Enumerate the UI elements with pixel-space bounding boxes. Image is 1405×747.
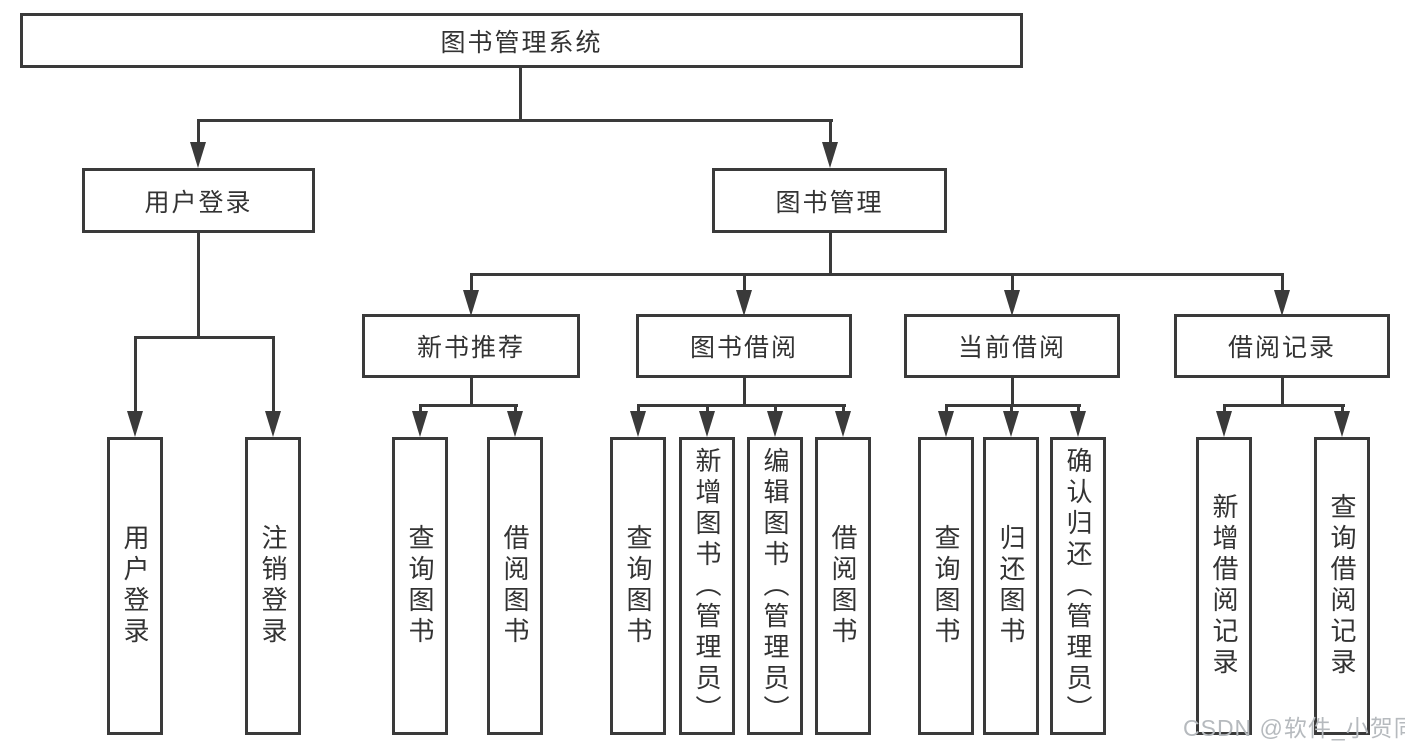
leaf-edit-book-admin: 编辑图书（管理员） — [747, 437, 803, 735]
leaf-user-login: 用户登录 — [107, 437, 163, 735]
node-root-label: 图书管理系统 — [440, 28, 603, 57]
connector-drop-leaf — [637, 404, 640, 414]
arrowhead-down-icon — [412, 411, 428, 437]
connector-user-login-bus — [134, 336, 275, 339]
node-borrow-records: 借阅记录 — [1174, 314, 1390, 378]
leaf-query-books-current: 查询图书 — [918, 437, 974, 735]
connector-drop-leaf — [514, 404, 517, 414]
arrowhead-down-icon — [822, 142, 838, 168]
leaf-query-books-recommend: 查询图书 — [392, 437, 448, 735]
connector-book-mgmt-stem — [829, 233, 832, 276]
connector-book-borrow-bus — [637, 404, 846, 407]
arrowhead-down-icon — [265, 411, 281, 437]
connector-current-borrow-stem — [1011, 378, 1014, 407]
connector-drop-new-book — [470, 273, 473, 295]
connector-root-bus — [197, 119, 833, 122]
arrowhead-down-icon — [736, 290, 752, 316]
csdn-watermark: CSDN @软件_小贺同学 — [1183, 715, 1405, 741]
arrowhead-down-icon — [190, 142, 206, 168]
node-book-management-label: 图书管理 — [775, 188, 884, 217]
arrowhead-down-icon — [699, 411, 715, 437]
connector-book-mgmt-bus — [470, 273, 1284, 276]
connector-drop-leaf — [1223, 404, 1226, 414]
leaf-add-borrow-record: 新增借阅记录 — [1196, 437, 1252, 735]
node-book-borrow: 图书借阅 — [636, 314, 852, 378]
connector-drop-leaf — [706, 404, 709, 414]
leaf-query-borrow-record: 查询借阅记录 — [1314, 437, 1370, 735]
arrowhead-down-icon — [1334, 411, 1350, 437]
node-book-borrow-label: 图书借阅 — [689, 334, 798, 362]
node-new-book-recommend-label: 新书推荐 — [416, 334, 525, 362]
connector-drop-current-borrow — [1011, 273, 1014, 295]
connector-drop-leaf — [1010, 404, 1013, 414]
arrowhead-down-icon — [1274, 290, 1290, 316]
arrowhead-down-icon — [835, 411, 851, 437]
leaf-confirm-return-admin: 确认归还（管理员） — [1050, 437, 1106, 735]
arrowhead-down-icon — [127, 411, 143, 437]
node-user-login: 用户登录 — [82, 168, 315, 233]
connector-current-borrow-bus — [945, 404, 1081, 407]
arrowhead-down-icon — [630, 411, 646, 437]
connector-drop-leaf — [945, 404, 948, 414]
node-current-borrow: 当前借阅 — [904, 314, 1120, 378]
connector-drop-book-mgmt — [829, 119, 832, 149]
node-user-login-label: 用户登录 — [144, 188, 253, 217]
leaf-query-books-borrow: 查询图书 — [610, 437, 666, 735]
connector-drop-leaf — [1341, 404, 1344, 414]
connector-drop-leaf — [774, 404, 777, 414]
arrowhead-down-icon — [507, 411, 523, 437]
arrowhead-down-icon — [1003, 411, 1019, 437]
node-root: 图书管理系统 — [20, 13, 1023, 68]
connector-drop-leaf — [272, 336, 275, 414]
arrowhead-down-icon — [1216, 411, 1232, 437]
connector-new-book-stem — [470, 378, 473, 407]
connector-drop-user-login — [197, 119, 200, 149]
arrowhead-down-icon — [463, 290, 479, 316]
connector-borrow-records-bus — [1223, 404, 1345, 407]
leaf-return-book: 归还图书 — [983, 437, 1039, 735]
node-book-management: 图书管理 — [712, 168, 947, 233]
connector-drop-leaf — [134, 336, 137, 414]
leaf-add-book-admin: 新增图书（管理员） — [679, 437, 735, 735]
arrowhead-down-icon — [938, 411, 954, 437]
node-borrow-records-label: 借阅记录 — [1227, 334, 1336, 362]
connector-drop-leaf — [419, 404, 422, 414]
connector-drop-leaf — [1077, 404, 1080, 414]
arrowhead-down-icon — [1070, 411, 1086, 437]
connector-drop-book-borrow — [743, 273, 746, 295]
node-current-borrow-label: 当前借阅 — [957, 334, 1066, 362]
connector-new-book-bus — [419, 404, 518, 407]
leaf-borrow-books: 借阅图书 — [815, 437, 871, 735]
node-new-book-recommend: 新书推荐 — [362, 314, 580, 378]
leaf-borrow-books-recommend: 借阅图书 — [487, 437, 543, 735]
leaf-logout: 注销登录 — [245, 437, 301, 735]
arrowhead-down-icon — [767, 411, 783, 437]
connector-drop-borrow-records — [1281, 273, 1284, 295]
connector-book-borrow-stem — [743, 378, 746, 407]
connector-user-login-stem — [197, 233, 200, 339]
arrowhead-down-icon — [1004, 290, 1020, 316]
connector-drop-leaf — [842, 404, 845, 414]
connector-root-stem — [519, 68, 522, 122]
connector-borrow-records-stem — [1281, 378, 1284, 407]
